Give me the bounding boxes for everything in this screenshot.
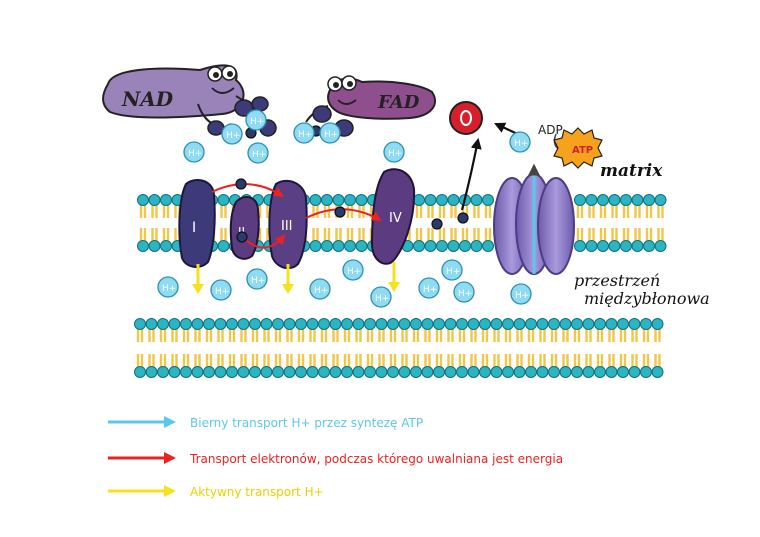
proton-icon: H+: [319, 122, 341, 144]
active-transport-arrows: [192, 262, 400, 294]
electron-arrow-1: [211, 183, 284, 198]
legend-text-active: Aktywny transport H+: [190, 485, 324, 499]
svg-text:H+: H+: [375, 294, 389, 304]
legend-text-passive: Bierny transport H+ przez syntezę ATP: [190, 416, 424, 430]
proton-icon: H+: [221, 123, 243, 145]
proton-icon: H+: [453, 281, 475, 303]
proton-icon: H+: [510, 283, 532, 305]
svg-text:H+: H+: [162, 284, 176, 294]
complex-IV: IV: [370, 168, 416, 265]
adp-label: ADP: [538, 123, 563, 137]
proton-icon: H+: [183, 141, 205, 163]
proton-icon: H+: [293, 122, 315, 144]
svg-text:H+: H+: [458, 289, 472, 299]
nad-label: NAD: [121, 87, 174, 111]
electron-arrow-2: [243, 234, 286, 249]
electron: [235, 178, 247, 190]
proton-icon: H+: [509, 131, 531, 153]
atp-synthase: [493, 163, 575, 275]
outer-membrane: [134, 318, 664, 378]
svg-text:H+: H+: [188, 149, 202, 159]
complex-IV-label: IV: [389, 211, 402, 226]
matrix-label: matrix: [600, 161, 663, 181]
fad-label: FAD: [377, 92, 420, 113]
legend-item-passive: Bierny transport H+ przez syntezę ATP: [108, 414, 668, 434]
svg-text:H+: H+: [226, 131, 240, 141]
proton-icon: H+: [157, 276, 179, 298]
svg-text:H+: H+: [446, 267, 460, 277]
electron: [431, 218, 443, 230]
svg-text:H+: H+: [215, 287, 229, 297]
nad-molecule: NAD: [102, 64, 277, 137]
proton-icon: H+: [441, 259, 463, 281]
proton-icon: H+: [383, 141, 405, 163]
proton-icon: H+: [246, 268, 268, 290]
complex-II: II: [229, 195, 260, 260]
proton-icon: H+: [210, 279, 232, 301]
proton-icon: H+: [370, 286, 392, 308]
complex-I: I: [178, 179, 216, 268]
red-ball: [449, 101, 483, 135]
fad-molecule: FAD: [305, 75, 437, 137]
legend-arrow-red: [108, 452, 176, 464]
proton-icon: H+: [418, 277, 440, 299]
intermembrane-label-2: międzybłonowa: [584, 289, 710, 308]
proton-icon: H+: [342, 259, 364, 281]
legend-text-electron: Transport elektronów, podczas którego uw…: [190, 452, 564, 466]
svg-text:H+: H+: [515, 291, 529, 301]
svg-text:H+: H+: [324, 130, 338, 140]
svg-text:H+: H+: [252, 150, 266, 160]
atp-label: ATP: [572, 145, 593, 156]
svg-text:H+: H+: [298, 130, 312, 140]
legend-item-electron: Transport elektronów, podczas którego uw…: [108, 450, 668, 470]
proton-icon: H+: [247, 142, 269, 164]
atp-badge: ATP: [553, 127, 603, 169]
electron: [334, 206, 346, 218]
electron: [457, 212, 469, 224]
legend-arrow-blue: [108, 416, 176, 428]
complex-III: III: [268, 179, 308, 270]
complex-I-label: I: [192, 220, 196, 236]
svg-text:H+: H+: [514, 139, 528, 149]
proton-icon: H+: [245, 109, 267, 131]
protons: H+ H+ H+ H+ H+ H+ H+ H+ H+ H+ H+ H+ H+ H+ H+ H+ H+ H+: [157, 109, 532, 308]
intermembrane-label-1: przestrzeń: [574, 271, 660, 290]
svg-text:H+: H+: [388, 149, 402, 159]
svg-text:H+: H+: [314, 286, 328, 296]
legend-arrow-yellow: [108, 485, 176, 497]
svg-text:H+: H+: [347, 267, 361, 277]
svg-text:H+: H+: [423, 285, 437, 295]
electrons: [225, 123, 469, 243]
complex-III-label: III: [281, 219, 293, 234]
electron: [236, 231, 248, 243]
svg-text:H+: H+: [251, 276, 265, 286]
legend-item-active: Aktywny transport H+: [108, 483, 668, 503]
svg-text:H+: H+: [250, 117, 264, 127]
proton-icon: H+: [309, 278, 331, 300]
